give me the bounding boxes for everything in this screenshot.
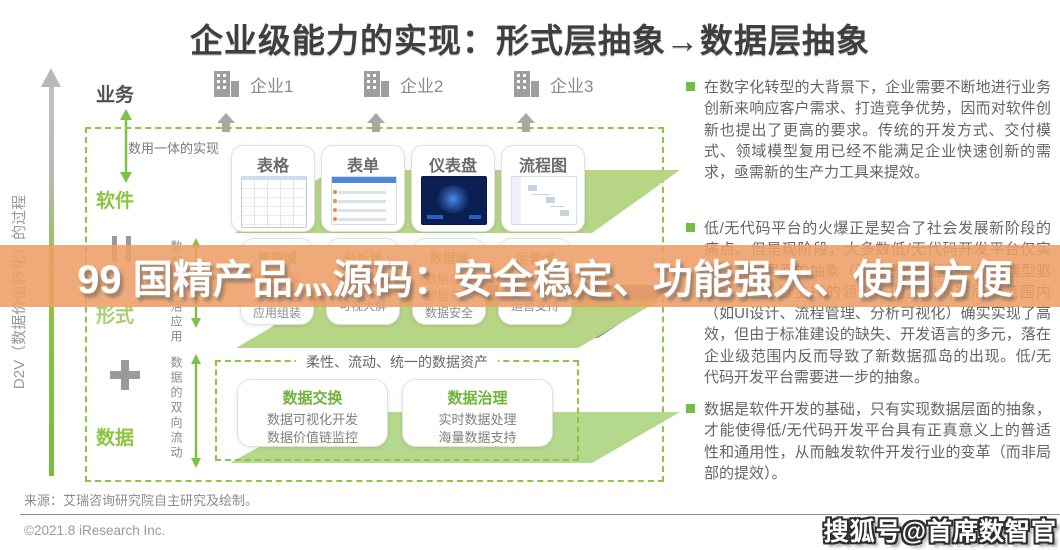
box-item: 数据价值链监控 [266,430,358,445]
enterprise-label: 企业3 [550,76,594,96]
watermark: 搜狐号@首席数智官 [823,518,1057,546]
data-flow-arrow [191,354,201,468]
up-arrow-icon [217,113,235,132]
enterprise-2: 企业2 [362,70,443,98]
box-item: 实时数据处理 [438,412,517,427]
box-item: 应用组装 [252,306,301,320]
layer-label-business: 业务 [96,85,135,106]
data-box-governance: 数据治理 实时数据处理 海量数据支持 [402,379,553,447]
card-title: 表格 [256,158,289,175]
box-item: 数据安全 [424,306,473,320]
layer-label-form: 形式 [96,306,135,327]
source-note: 来源：艾瑞咨询研究院自主研究及绘制。 [24,493,259,508]
overlay-banner: 99 国精产品灬源码：安全稳定、功能强大、使用方便 [0,245,1060,307]
building-icon [214,71,239,97]
box-title: 数据治理 [447,390,508,407]
up-arrow-icon [367,113,385,132]
box-title: 数据交换 [282,390,343,407]
page-title: 企业级能力的实现：形式层抽象→数据层抽象 [190,22,870,59]
bullet-paragraph-3: 数据是软件开发的基础，只有实现数据层面的抽象，才能使得低/无代码开发平台具有正真… [704,401,1051,482]
bullet-paragraph-1: 在数字化转型的大背景下，企业需要不断地进行业务创新来响应客户需求、打造竞争优势，… [704,79,1051,182]
footer-divider [20,514,1060,515]
building-icon [364,71,389,97]
bullet-marker [686,223,695,232]
frame-note: 数用一体的实现 [128,141,220,156]
layer-label-data: 数据 [96,428,135,449]
enterprise-label: 企业1 [250,76,294,96]
data-box-exchange: 数据交换 数据可视化开发 数据价值链监控 [237,379,388,447]
card-title: 仪表盘 [428,158,477,175]
d2v-axis-arrowhead-icon [41,68,61,87]
software-card-dashboard: 仪表盘 [411,145,495,232]
card-title: 表单 [346,158,379,175]
box-item: 数据可视化开发 [266,412,358,427]
bullet-marker [686,82,695,91]
card-title: 流程图 [518,158,567,175]
up-arrow-icon [517,113,535,132]
copyright: ©2021.8 iResearch Inc. [24,523,166,538]
data-asset-frame: 柔性、流动、统一的数据资产 [215,352,579,461]
data-side-note: 数据的双向流动 [169,356,183,461]
overlay-banner-text: 99 国精产品灬源码：安全稳定、功能强大、使用方便 [77,258,1013,302]
software-card-table: 表格 [231,145,315,232]
dashboard-preview [421,176,487,225]
layer-label-software: 软件 [96,191,135,212]
enterprise-3: 企业3 [512,70,593,98]
form-preview [331,176,397,225]
enterprise-label: 企业2 [400,76,444,96]
plus-icon [110,360,140,390]
building-icon [514,71,539,97]
flowchart-preview [511,176,577,225]
enterprise-1: 企业1 [212,70,293,98]
software-card-flowchart: 流程图 [501,145,585,232]
box-item: 海量数据支持 [438,430,517,445]
bullet-marker [686,404,695,413]
table-preview [241,176,307,228]
software-card-form: 表单 [321,145,405,232]
data-asset-title: 柔性、流动、统一的数据资产 [296,352,498,372]
